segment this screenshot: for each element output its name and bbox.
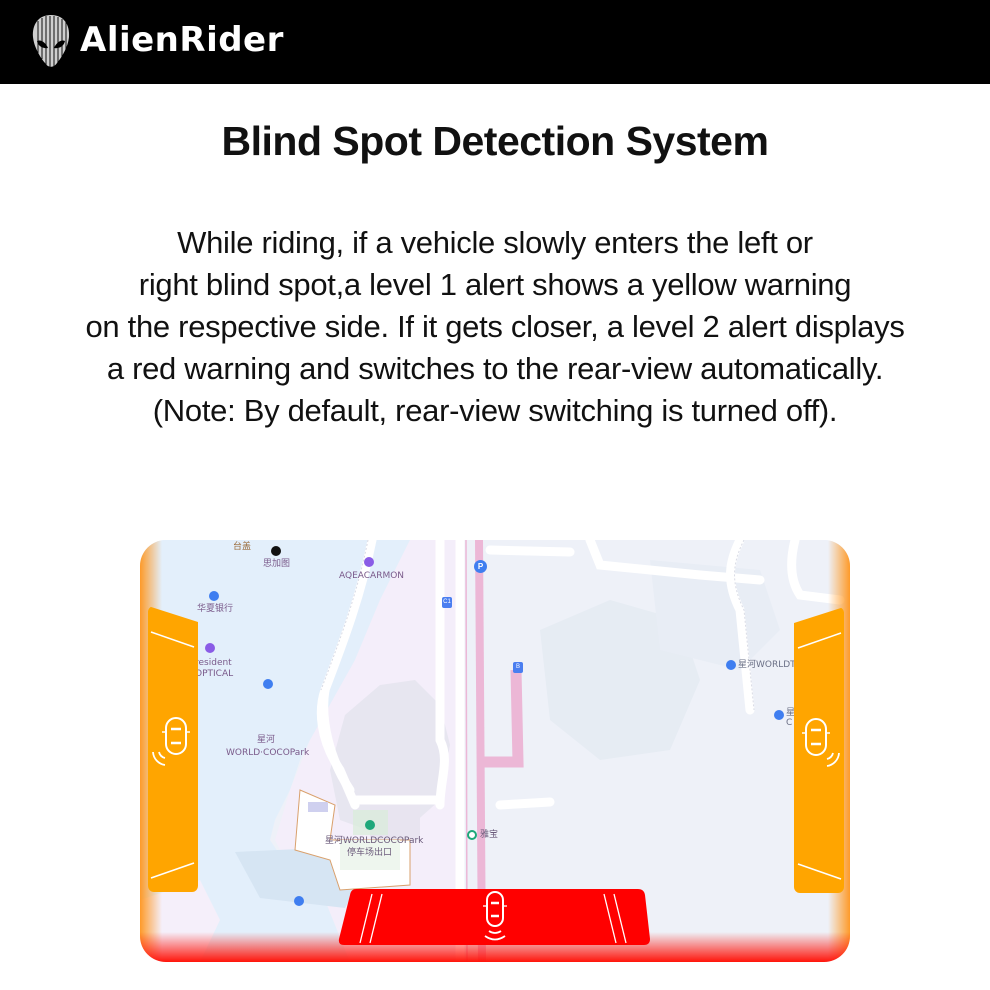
map-label: 星 — [786, 708, 796, 718]
description-line: a red warning and switches to the rear-v… — [106, 351, 884, 386]
map-label: 雅宝 — [480, 830, 499, 840]
map-label: 台盖 — [233, 542, 252, 552]
map-label: 停车场出口 — [347, 848, 393, 858]
description-line: While riding, if a vehicle slowly enters… — [177, 225, 813, 260]
info-pin-icon[interactable] — [294, 896, 304, 906]
exit-b-icon[interactable]: B — [513, 662, 523, 673]
bank-pin-icon[interactable] — [209, 591, 219, 601]
map-label: 星河WORLDT — [738, 660, 796, 670]
parking-exit-pin-icon[interactable] — [365, 820, 375, 830]
brand-name: AlienRider — [80, 20, 284, 60]
car-radar-icon — [338, 889, 650, 945]
metro-station-icon[interactable] — [467, 830, 477, 840]
building-pin-icon[interactable] — [726, 660, 736, 670]
shop-pin-icon[interactable] — [205, 643, 215, 653]
navigation-screen: 台盖 思加图 AQEACARMON 华夏银行 resident OPTICAL … — [140, 540, 850, 962]
map-label: 星河 — [257, 735, 276, 745]
car-radar-icon — [150, 631, 195, 879]
info-pin-icon[interactable] — [263, 679, 273, 689]
map-label: 华夏银行 — [197, 604, 234, 614]
shop-pin-icon[interactable] — [364, 557, 374, 567]
left-blind-spot-alert — [148, 606, 198, 892]
map-label: C — [786, 718, 793, 728]
map-label: resident — [195, 658, 232, 668]
map-label: OPTICAL — [195, 669, 234, 679]
map-label: AQEACARMON — [339, 571, 405, 581]
map-label: 思加图 — [263, 559, 291, 569]
parking-pin-icon[interactable]: P — [474, 560, 487, 573]
building-pin-icon[interactable] — [774, 710, 784, 720]
rear-blind-spot-alert — [338, 887, 650, 947]
map-label: WORLD·COCOPark — [226, 748, 310, 758]
exit-c1-icon[interactable]: C1 — [442, 597, 452, 608]
description-line: right blind spot,a level 1 alert shows a… — [138, 267, 852, 302]
description-line: on the respective side. If it gets close… — [85, 309, 905, 344]
right-blind-spot-alert — [794, 607, 844, 893]
header-bar: AlienRider — [0, 0, 990, 84]
map-label: 星河WORLDCOCOPark — [325, 836, 424, 846]
description-line: (Note: By default, rear-view switching i… — [152, 393, 838, 428]
poi-pin-icon[interactable] — [271, 546, 281, 556]
car-radar-icon — [797, 632, 842, 880]
page-title: Blind Spot Detection System — [221, 118, 769, 164]
description: While riding, if a vehicle slowly enters… — [10, 222, 980, 432]
alien-skull-icon — [32, 15, 70, 67]
